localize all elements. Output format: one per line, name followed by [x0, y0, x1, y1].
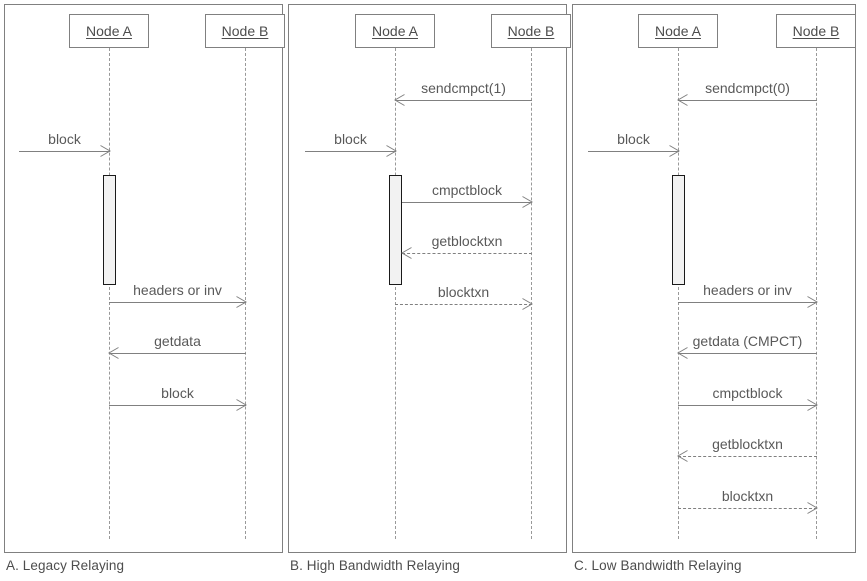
arrowhead-left-icon	[677, 347, 688, 359]
message-label: cmpctblock	[712, 385, 783, 401]
message-line	[678, 405, 817, 406]
lifeline-node-a	[395, 48, 396, 539]
arrowhead-right-icon	[807, 399, 818, 411]
arrowhead-right-icon	[236, 296, 247, 308]
message-line	[109, 405, 246, 406]
panel-legacy-relaying: Node A Node B block hea	[4, 4, 285, 553]
arrowhead-right-icon	[807, 502, 818, 514]
arrowhead-left-icon	[401, 247, 412, 259]
actor-box-node-b: Node B	[491, 14, 571, 48]
lifeline-node-b	[531, 48, 532, 539]
actor-box-node-a: Node A	[69, 14, 149, 48]
message-line	[678, 508, 817, 509]
actor-label-node-b: Node B	[507, 23, 555, 39]
message-label: block	[617, 131, 650, 147]
actor-box-node-b: Node B	[776, 14, 856, 48]
message-line	[305, 151, 396, 152]
message-line	[678, 353, 817, 354]
message-line	[109, 302, 246, 303]
message-line	[19, 151, 110, 152]
arrowhead-right-icon	[386, 145, 397, 157]
arrowhead-right-icon	[236, 399, 247, 411]
message-label: block	[161, 385, 194, 401]
caption-panel-a: A. Legacy Relaying	[6, 558, 125, 573]
arrowhead-left-icon	[394, 94, 405, 106]
arrowhead-right-icon	[807, 296, 818, 308]
message-label: block	[334, 131, 367, 147]
arrowhead-left-icon	[108, 347, 119, 359]
lifeline-node-b	[245, 48, 246, 539]
message-line	[402, 253, 532, 254]
message-label: blocktxn	[437, 284, 490, 300]
actor-box-node-b: Node B	[205, 14, 285, 48]
arrowhead-right-icon	[522, 196, 533, 208]
message-line	[395, 100, 532, 101]
activation-bar-node-a	[103, 175, 116, 285]
message-label: sendcmpct(1)	[421, 80, 506, 96]
actor-label-node-a: Node A	[86, 23, 132, 39]
arrowhead-right-icon	[100, 145, 111, 157]
message-line	[678, 302, 817, 303]
actor-label-node-a: Node A	[372, 23, 418, 39]
lifeline-node-b	[816, 48, 817, 539]
arrowhead-left-icon	[677, 94, 688, 106]
caption-panel-c: C. Low Bandwidth Relaying	[574, 558, 742, 573]
activation-bar-node-a	[389, 175, 402, 285]
panel-low-bandwidth-relaying: Node A Node B sendcmpct(0)	[572, 4, 856, 553]
message-line	[109, 353, 246, 354]
message-line	[678, 456, 817, 457]
message-label: getblocktxn	[712, 436, 783, 452]
message-label: getdata (CMPCT)	[692, 333, 803, 349]
message-label: getblocktxn	[431, 233, 503, 249]
panel-high-bandwidth-relaying: Node A Node B sendcmpct(1)	[288, 4, 571, 553]
actor-label-node-a: Node A	[655, 23, 701, 39]
message-label: blocktxn	[721, 488, 774, 504]
arrowhead-left-icon	[677, 450, 688, 462]
lifeline-node-a	[678, 48, 679, 539]
message-line	[678, 100, 817, 101]
arrowhead-right-icon	[522, 298, 533, 310]
message-label: getdata	[154, 333, 201, 349]
lifeline-node-a	[109, 48, 110, 539]
actor-label-node-b: Node B	[792, 23, 840, 39]
message-line	[588, 151, 679, 152]
message-label: block	[48, 131, 81, 147]
message-label: sendcmpct(0)	[705, 80, 790, 96]
actor-box-node-a: Node A	[638, 14, 718, 48]
message-label: cmpctblock	[431, 182, 503, 198]
activation-bar-node-a	[672, 175, 685, 285]
message-line	[395, 304, 532, 305]
caption-panel-b: B. High Bandwidth Relaying	[290, 558, 460, 573]
arrowhead-right-icon	[669, 145, 680, 157]
actor-box-node-a: Node A	[355, 14, 435, 48]
message-label: headers or inv	[133, 282, 222, 298]
actor-label-node-b: Node B	[221, 23, 269, 39]
message-line	[402, 202, 532, 203]
message-label: headers or inv	[703, 282, 792, 298]
